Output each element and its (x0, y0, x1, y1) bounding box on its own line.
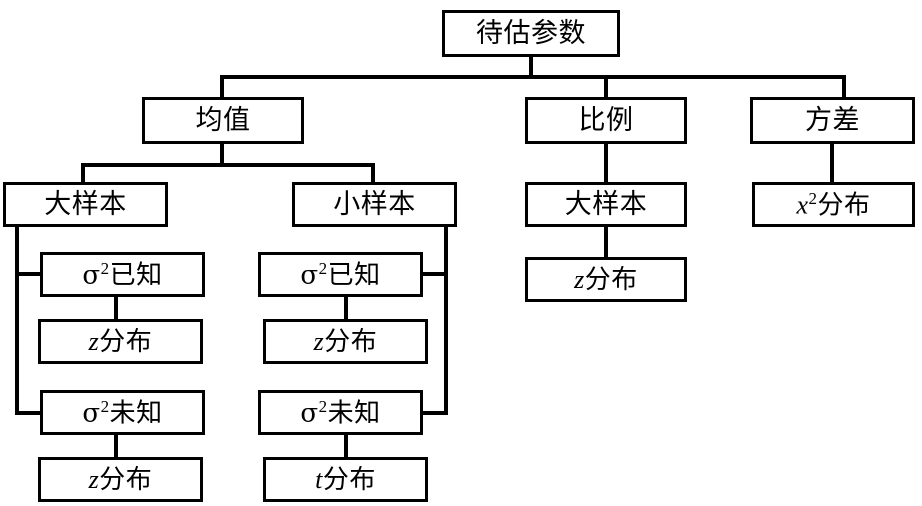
node-mean-small-sample-label: 小样本 (333, 189, 416, 219)
x-symbol: x (796, 190, 809, 220)
connector-large-sigma-unknown-to-z (114, 432, 118, 457)
known-text: 已知 (109, 260, 163, 290)
node-large-sigma-known-label: σ2已知 (82, 260, 162, 289)
node-root-label: 待估参数 (476, 18, 586, 48)
connector-large-sample-spine (15, 223, 19, 415)
t-symbol: t (315, 464, 323, 494)
unknown-text: 未知 (327, 398, 381, 428)
connector-bus-to-variance (842, 75, 846, 99)
node-mean-large-sample-label: 大样本 (44, 189, 127, 219)
known-text: 已知 (327, 260, 381, 290)
node-mean-small-sample[interactable]: 小样本 (292, 182, 457, 227)
connector-small-sigma-unknown-to-t (344, 432, 348, 457)
distribution-text: 分布 (817, 190, 871, 220)
node-small-sigma-known-z[interactable]: z分布 (263, 319, 428, 364)
node-large-sigma-known-z[interactable]: z分布 (38, 319, 203, 364)
node-large-sigma-unknown-z-label: z分布 (88, 464, 153, 494)
connector-proportion-to-large-sample (604, 142, 608, 182)
connector-small-sample-spine (444, 223, 448, 415)
node-small-sigma-known-label: σ2已知 (300, 260, 380, 289)
connector-level1-bus (220, 75, 846, 79)
node-mean-label: 均值 (195, 105, 251, 135)
connector-variance-to-chisq (830, 142, 834, 182)
node-large-sigma-known-z-label: z分布 (88, 326, 153, 356)
node-proportion-label: 比例 (578, 105, 634, 135)
connector-small-sample-to-sigma-known (420, 272, 448, 276)
connector-level2-bus (81, 163, 375, 167)
node-proportion-z-distribution[interactable]: z分布 (525, 257, 687, 302)
superscript-2: 2 (100, 259, 110, 279)
node-variance-chisq-distribution-label: x2分布 (796, 190, 870, 219)
node-variance-chisq-distribution[interactable]: x2分布 (752, 182, 915, 227)
connector-large-sample-to-sigma-unknown (15, 411, 43, 415)
connector-small-sample-to-sigma-unknown (420, 411, 448, 415)
node-large-sigma-known[interactable]: σ2已知 (40, 252, 205, 297)
node-proportion-z-distribution-label: z分布 (574, 264, 638, 294)
superscript-2: 2 (100, 397, 110, 417)
distribution-text: 分布 (99, 326, 153, 356)
connector-bus-to-mean (220, 75, 224, 99)
sigma-symbol: σ (82, 260, 101, 291)
sigma-symbol: σ (82, 398, 101, 429)
connector-proportion-large-sample-to-z (604, 225, 608, 258)
node-small-sigma-known[interactable]: σ2已知 (258, 252, 423, 297)
node-small-sigma-unknown-t[interactable]: t分布 (263, 457, 428, 502)
node-small-sigma-unknown-t-label: t分布 (315, 464, 376, 494)
node-variance-label: 方差 (805, 105, 860, 135)
node-large-sigma-unknown-z[interactable]: z分布 (38, 457, 203, 502)
connector-root-down (529, 55, 533, 77)
unknown-text: 未知 (109, 398, 163, 428)
z-symbol: z (88, 464, 100, 494)
node-proportion-large-sample-label: 大样本 (564, 189, 648, 219)
z-symbol: z (313, 326, 325, 356)
connector-bus-to-large-sample (81, 163, 85, 184)
connector-large-sample-to-sigma-known (15, 272, 43, 276)
sigma-symbol: σ (300, 398, 319, 429)
distribution-text: 分布 (584, 264, 638, 294)
connector-large-sigma-known-to-z (114, 294, 118, 319)
node-small-sigma-known-z-label: z分布 (313, 326, 378, 356)
node-proportion[interactable]: 比例 (525, 97, 687, 144)
connector-small-sigma-known-to-z (344, 294, 348, 319)
node-small-sigma-unknown[interactable]: σ2未知 (258, 390, 423, 435)
superscript-2: 2 (318, 397, 328, 417)
superscript-2: 2 (808, 189, 818, 209)
node-mean[interactable]: 均值 (142, 97, 304, 144)
distribution-text: 分布 (322, 464, 376, 494)
z-symbol: z (88, 326, 100, 356)
node-proportion-large-sample[interactable]: 大样本 (525, 182, 687, 227)
z-symbol: z (574, 264, 585, 294)
connector-bus-to-proportion (604, 75, 608, 99)
distribution-text: 分布 (324, 326, 378, 356)
node-mean-large-sample[interactable]: 大样本 (3, 182, 168, 227)
connector-mean-down (220, 142, 224, 166)
distribution-text: 分布 (99, 464, 153, 494)
sigma-symbol: σ (300, 260, 319, 291)
node-root[interactable]: 待估参数 (442, 10, 620, 57)
connector-bus-to-small-sample (371, 163, 375, 184)
node-large-sigma-unknown[interactable]: σ2未知 (40, 390, 205, 435)
node-variance[interactable]: 方差 (750, 97, 915, 144)
node-large-sigma-unknown-label: σ2未知 (82, 398, 162, 427)
node-small-sigma-unknown-label: σ2未知 (300, 398, 380, 427)
superscript-2: 2 (318, 259, 328, 279)
